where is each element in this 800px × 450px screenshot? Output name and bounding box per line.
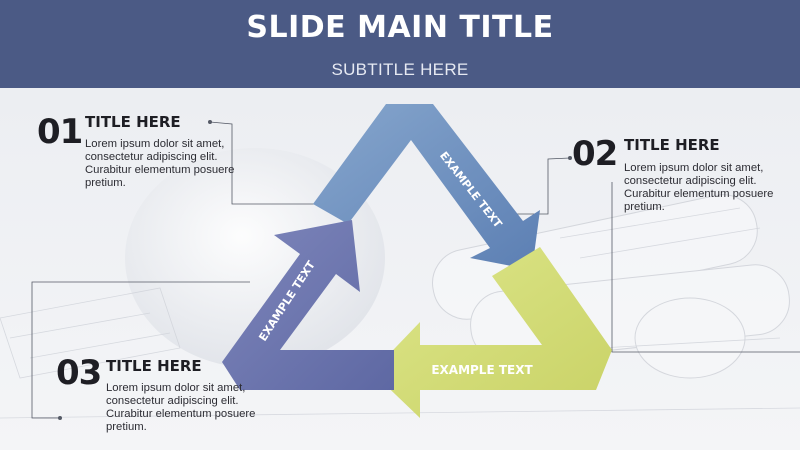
- item-title: TITLE HERE: [624, 136, 720, 154]
- item-number: 02: [572, 134, 618, 174]
- item-number: 03: [56, 353, 102, 393]
- cycle-arrow-yellow: [372, 247, 612, 418]
- item-body: Lorem ipsum dolor sit amet, consectetur …: [106, 382, 256, 433]
- slide-header: [0, 0, 800, 88]
- slide-subtitle: SUBTITLE HERE: [331, 60, 469, 79]
- item-body: Lorem ipsum dolor sit amet, consectetur …: [624, 162, 774, 213]
- item-number: 01: [37, 112, 83, 152]
- item-title: TITLE HERE: [85, 113, 181, 131]
- cycle-label-yellow: EXAMPLE TEXT: [431, 363, 533, 377]
- slide-title: SLIDE MAIN TITLE: [246, 10, 554, 45]
- connector-lines: [31, 121, 800, 419]
- cycle-arrow-purple: [222, 220, 394, 390]
- item-title: TITLE HERE: [106, 357, 202, 375]
- item-body: Lorem ipsum dolor sit amet, consectetur …: [85, 138, 235, 189]
- cycle-arrow-blue: [313, 104, 540, 270]
